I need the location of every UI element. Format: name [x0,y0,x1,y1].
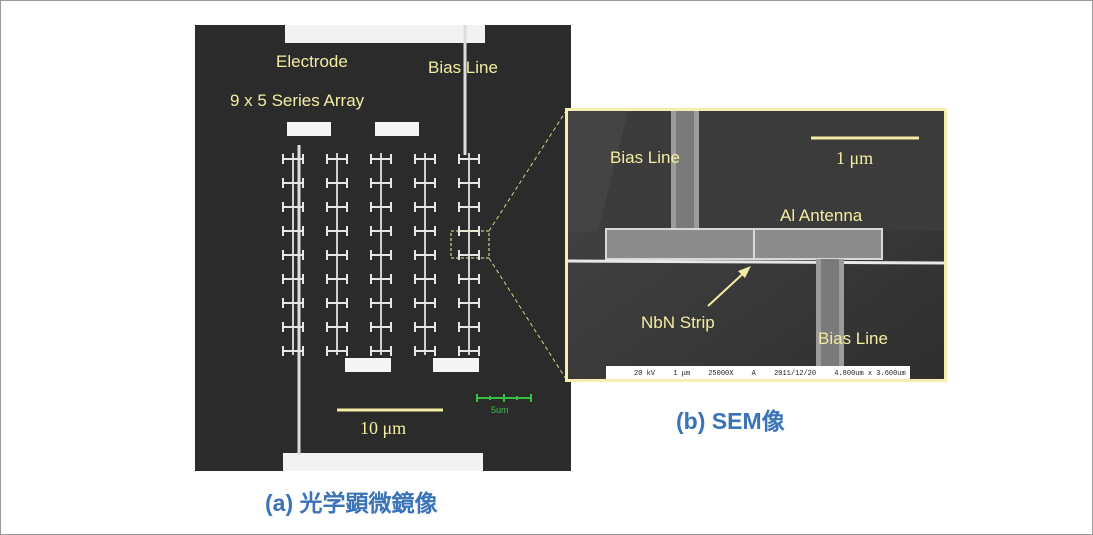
array-junction [370,322,392,332]
array-junction [326,346,348,356]
array-junction [414,154,436,164]
array-junction [458,274,480,284]
al-antenna-right [753,228,883,260]
array-junction [282,154,304,164]
array-junction [282,250,304,260]
array-junction [282,202,304,212]
array-junction [414,178,436,188]
nbn-arrow [707,268,749,307]
array-junction [282,226,304,236]
array-junction [370,226,392,236]
array-junction [326,322,348,332]
array-junction [414,298,436,308]
scale-label-1um: 1 μm [836,148,874,168]
array-junction [414,226,436,236]
array-junction [414,250,436,260]
sem-image: Bias Line 1 μm Al Antenna NbN Strip Bias… [565,108,947,382]
array-junction [414,322,436,332]
array-junction [326,250,348,260]
scale-label-5um: 5um [491,405,509,415]
nbn-strip [568,259,944,265]
info-field: 4.800um x 3.600um [834,370,906,378]
array-pad [287,122,331,136]
sem-drawing [568,111,944,379]
series-array-label: 9 x 5 Series Array [230,91,365,110]
array-pad [375,122,419,136]
array-junction [370,250,392,260]
info-date: 2011/12/20 [774,370,817,378]
array-junction [326,178,348,188]
nbn-strip-label: NbN Strip [641,313,715,332]
array-junction [326,202,348,212]
array-junction [370,274,392,284]
optical-microscope-image: Electrode Bias Line 9 x 5 Series Array 1… [195,25,571,471]
scale-label-10um: 10 μm [360,418,407,438]
caption-a: (a) 光学顕微鏡像 [265,490,438,516]
array-junction [458,298,480,308]
array-junction [370,202,392,212]
info-scale: 1 μm [673,370,691,378]
array-junction [282,274,304,284]
al-antenna-left [605,228,757,260]
sem-bias-line-top-label: Bias Line [610,148,680,167]
zoom-region-box [450,230,490,259]
array-junction [326,226,348,236]
array-junction [414,346,436,356]
array-junction [326,274,348,284]
array-junction [458,322,480,332]
array-junction [326,154,348,164]
array-junction [282,346,304,356]
al-antenna-label: Al Antenna [780,206,863,225]
bottom-electrode [283,453,483,471]
array-junction [282,298,304,308]
array-junction [326,298,348,308]
microscope-drawing [282,25,532,471]
array-junction [370,298,392,308]
bias-line-label: Bias Line [428,58,498,77]
array-junction [414,274,436,284]
array-junction [458,202,480,212]
array-junction [282,178,304,188]
array-junction [458,154,480,164]
series-array [282,153,480,356]
nbn-arrow-head [738,266,751,278]
top-electrode [285,25,485,43]
array-junction [458,178,480,188]
array-junction [370,178,392,188]
info-detector: A [751,370,756,378]
array-pad [345,358,391,372]
array-junction [282,322,304,332]
array-junction [370,346,392,356]
caption-b: (b) SEM像 [676,408,785,434]
array-junction [458,346,480,356]
array-junction [370,154,392,164]
array-pad [433,358,479,372]
array-junction [414,202,436,212]
info-voltage: 20 kV [634,370,656,378]
info-magnification: 25000X [708,370,734,378]
sem-bias-line-bottom-label: Bias Line [818,329,888,348]
scale-bar-5um [476,394,532,402]
electrode-label: Electrode [276,52,348,71]
sem-info-bar: 20 kV 1 μm 25000X A 2011/12/20 4.800um x… [606,366,910,379]
